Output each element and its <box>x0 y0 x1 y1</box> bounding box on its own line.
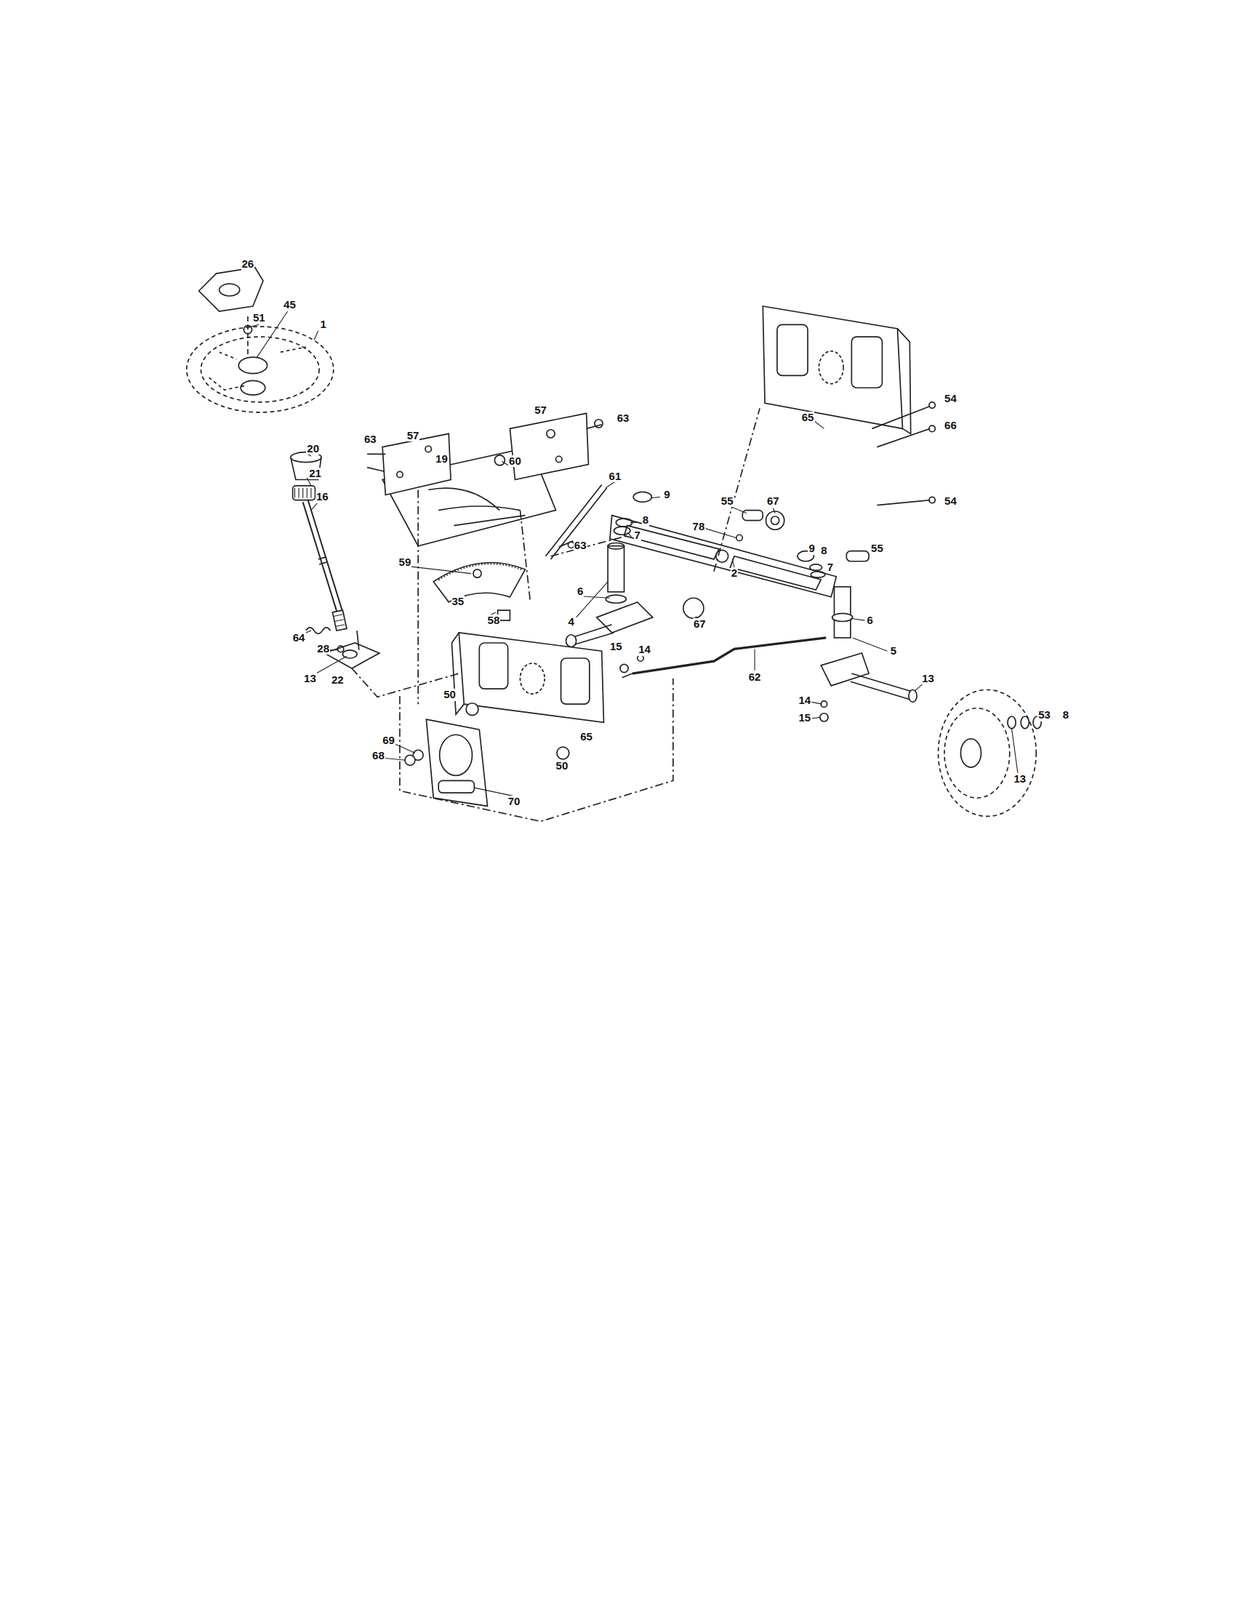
callout-number: 51 <box>252 311 267 325</box>
callout-number: 66 <box>943 419 958 432</box>
callout-number: 63 <box>363 433 378 446</box>
callout-number: 14 <box>637 643 652 656</box>
callout-number: 35 <box>451 595 466 608</box>
callout-number: 50 <box>555 759 570 773</box>
callout-number: 59 <box>398 556 413 569</box>
callout-number: 69 <box>381 734 396 747</box>
callout-number: 68 <box>371 749 386 762</box>
callout-number: 28 <box>316 642 331 656</box>
callout-number: 45 <box>282 298 297 312</box>
callout-number: 13 <box>921 672 935 685</box>
callout-number: 65 <box>801 411 815 424</box>
callout-number: 13 <box>1012 772 1027 786</box>
callout-number: 13 <box>303 672 317 685</box>
callout-number: 7 <box>633 529 642 542</box>
callout-number: 16 <box>315 490 330 504</box>
callout-number: 63 <box>616 412 631 425</box>
callout-number: 8 <box>1062 708 1070 722</box>
callout-number: 9 <box>663 488 671 501</box>
callout-number: 55 <box>870 542 885 555</box>
callout-number: 57 <box>533 404 548 417</box>
callout-number: 54 <box>943 392 958 405</box>
callout-number: 15 <box>609 640 624 653</box>
callout-number: 61 <box>608 470 623 483</box>
callout-number: 53 <box>1037 708 1052 722</box>
callout-number: 22 <box>330 673 345 687</box>
callout-number: 7 <box>826 561 834 574</box>
callout-number: 20 <box>306 442 320 456</box>
callout-number: 67 <box>692 617 707 631</box>
callout-number: 57 <box>406 429 421 443</box>
callout-number: 14 <box>797 694 812 707</box>
callout-number: 64 <box>292 631 307 645</box>
callout-number: 50 <box>442 688 457 701</box>
callout-number: 19 <box>434 452 449 466</box>
callout-number: 26 <box>241 258 256 271</box>
callout-number: 54 <box>943 495 958 508</box>
callout-number: 15 <box>797 711 812 725</box>
callout-number: 55 <box>720 495 735 508</box>
callout-number: 6 <box>576 585 584 598</box>
callout-number: 1 <box>319 318 328 331</box>
callout-number: 65 <box>579 730 594 743</box>
callout-number: 78 <box>692 520 706 533</box>
callout-number: 2 <box>730 567 738 580</box>
callout-number: 5 <box>889 644 898 658</box>
callout-number: 67 <box>766 495 781 508</box>
callout-number: 70 <box>507 795 522 808</box>
callout-number: 6 <box>865 614 874 627</box>
callout-number: 8 <box>641 513 650 527</box>
callout-number: 62 <box>748 671 762 684</box>
callout-number: 9 <box>807 542 815 555</box>
callout-number: 21 <box>308 467 323 480</box>
callout-number: 58 <box>487 614 501 627</box>
callout-number: 63 <box>573 539 588 552</box>
callout-number: 4 <box>567 615 575 629</box>
callout-number: 60 <box>508 455 522 468</box>
callout-number: 8 <box>820 544 828 557</box>
